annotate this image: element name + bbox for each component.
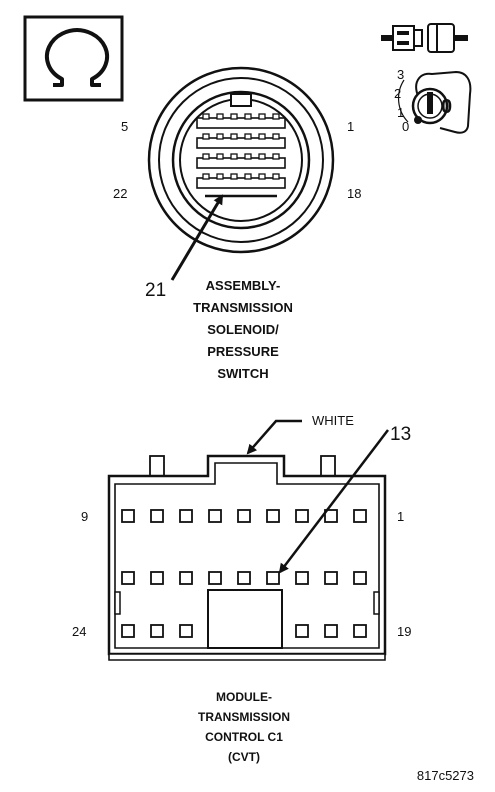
solenoid-cavity [244, 153, 252, 160]
callout-label-13: 13 [390, 424, 411, 445]
tcm-cavity [324, 624, 338, 638]
solenoid-cavity [216, 153, 224, 160]
tcm-cavity [353, 571, 367, 585]
solenoid-cavity [230, 133, 238, 140]
ignition-position-3: 3 [397, 67, 404, 82]
tcm-cavity-grid [121, 509, 367, 638]
solenoid-cavity [202, 133, 210, 140]
tcm-cavity [324, 509, 338, 523]
solenoid-title-line-3: SOLENOID/ [207, 322, 279, 337]
ignition-position-2: 2 [394, 86, 401, 101]
tcm-title-line-4: (CVT) [228, 750, 260, 764]
omega-icon [23, 15, 124, 102]
tcm-cavity [121, 571, 135, 585]
tcm-pin-label-9: 9 [81, 509, 88, 524]
solenoid-cavity [258, 133, 266, 140]
solenoid-cavity [244, 173, 252, 180]
color-label-white: WHITE [312, 413, 354, 428]
solenoid-cavity [216, 173, 224, 180]
solenoid-cavity [202, 113, 210, 120]
solenoid-cavity [230, 153, 238, 160]
tcm-cavity [295, 571, 309, 585]
solenoid-title-line-1: ASSEMBLY- [206, 278, 281, 293]
tcm-cavity [208, 571, 222, 585]
solenoid-cavity-row [196, 113, 286, 129]
tcm-pin-label-19: 19 [397, 624, 411, 639]
solenoid-cavity [202, 153, 210, 160]
tcm-cavity [237, 509, 251, 523]
tcm-title-line-1: MODULE- [216, 690, 272, 704]
solenoid-title-line-4: PRESSURE [207, 344, 279, 359]
solenoid-cavity-row [196, 173, 286, 189]
callout-label-21: 21 [145, 280, 166, 301]
solenoid-cavity [202, 173, 210, 180]
solenoid-pin-label-1: 1 [347, 119, 354, 134]
tcm-cavity [208, 509, 222, 523]
tcm-cavity [179, 571, 193, 585]
solenoid-cavity [230, 173, 238, 180]
tcm-cavity [179, 509, 193, 523]
solenoid-cavity [216, 113, 224, 120]
tcm-cavity [353, 509, 367, 523]
solenoid-cavity [230, 113, 238, 120]
solenoid-pin-label-22: 22 [113, 186, 127, 201]
solenoid-cavity [272, 153, 280, 160]
solenoid-pin-label-5: 5 [121, 119, 128, 134]
solenoid-cavity [244, 113, 252, 120]
solenoid-cavity [244, 133, 252, 140]
solenoid-cavity [272, 173, 280, 180]
connector-disconnect-icon [381, 23, 468, 53]
tcm-pin-label-24: 24 [72, 624, 86, 639]
solenoid-cavity [272, 133, 280, 140]
callout-arrow-21 [170, 194, 224, 281]
tcm-cavity [150, 509, 164, 523]
tcm-cavity [266, 571, 280, 585]
ignition-key-icon: 3 2 1 0 0 [394, 67, 472, 134]
solenoid-title-line-2: TRANSMISSION [193, 300, 293, 315]
solenoid-cavity-row [196, 153, 286, 169]
solenoid-title-line-5: SWITCH [217, 366, 268, 381]
tcm-cavity [121, 624, 135, 638]
solenoid-cavity [216, 133, 224, 140]
ignition-key-label: 0 [441, 96, 452, 118]
tcm-cavity [324, 571, 338, 585]
tcm-title-line-2: TRANSMISSION [198, 710, 290, 724]
tcm-cavity [266, 509, 280, 523]
solenoid-cavity-grid [196, 113, 286, 198]
tcm-cavity [237, 571, 251, 585]
solenoid-connector [147, 66, 335, 254]
solenoid-cavity-row [196, 133, 286, 149]
tcm-title: MODULE- TRANSMISSION CONTROL C1 (CVT) [198, 690, 290, 764]
solenoid-cavity [272, 113, 280, 120]
tcm-title-line-3: CONTROL C1 [205, 730, 283, 744]
tcm-cavity [150, 571, 164, 585]
figure-id: 817c5273 [417, 768, 474, 783]
tcm-cavity [121, 509, 135, 523]
tcm-cavity [179, 624, 193, 638]
solenoid-cavity [258, 153, 266, 160]
tcm-cavity [353, 624, 367, 638]
tcm-cavity [295, 509, 309, 523]
tcm-cavity [295, 624, 309, 638]
tcm-connector [107, 454, 387, 661]
solenoid-pin-label-18: 18 [347, 186, 361, 201]
callout-arrow-13 [278, 429, 389, 574]
tcm-cavity [150, 624, 164, 638]
solenoid-cavity [258, 113, 266, 120]
solenoid-cavity [258, 173, 266, 180]
white-leader-line [246, 419, 302, 455]
ignition-position-0: 0 [402, 119, 409, 134]
ignition-position-1: 1 [397, 105, 404, 120]
solenoid-title: ASSEMBLY- TRANSMISSION SOLENOID/ PRESSUR… [193, 278, 293, 381]
tcm-pin-label-1: 1 [397, 509, 404, 524]
